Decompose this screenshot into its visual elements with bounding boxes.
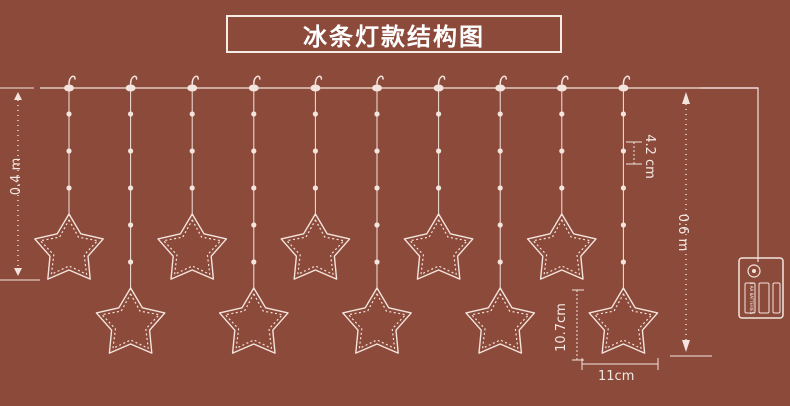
led-bead — [559, 111, 565, 117]
star-outer — [342, 287, 412, 354]
star-inner — [163, 219, 222, 275]
led-bead — [128, 185, 134, 191]
page-title: 冰条灯款结构图 — [303, 22, 485, 51]
left-dim-arrow-down — [14, 268, 22, 276]
right-dim-arrow-down — [682, 340, 690, 352]
hook — [253, 75, 261, 85]
star-inner — [39, 219, 99, 275]
led-bead — [620, 111, 627, 117]
battery-cell — [744, 282, 756, 314]
title-frame: 冰条灯款结构图 — [226, 15, 562, 53]
led-bead — [620, 222, 627, 228]
star-outer — [588, 287, 659, 354]
led-bead — [251, 148, 257, 154]
led-bead — [497, 259, 503, 265]
led-bead — [189, 185, 195, 191]
hook — [129, 75, 138, 85]
star-outer — [218, 287, 289, 354]
led-bead — [312, 148, 318, 154]
battery-label: 3 AA BATTERIES — [749, 282, 754, 315]
star-outer — [280, 213, 351, 280]
left-drop-label: 0.4 m — [9, 157, 25, 196]
star-outer — [95, 287, 166, 354]
star-inner — [471, 293, 530, 349]
led-bead — [620, 259, 627, 265]
battery-box — [738, 257, 784, 319]
led-bead — [251, 259, 257, 265]
star-inner — [532, 219, 591, 275]
led-bead — [128, 111, 134, 117]
led-bead — [128, 259, 134, 265]
bead-spacing-label: 4.2 cm — [641, 134, 657, 179]
left-dim-arrow-up — [14, 92, 22, 100]
led-bead — [436, 148, 442, 154]
star-inner — [594, 293, 653, 349]
power-button — [747, 264, 761, 278]
led-bead — [312, 111, 318, 117]
led-bead — [620, 148, 627, 154]
led-bead — [436, 111, 442, 117]
star-outer — [465, 287, 536, 354]
led-bead — [497, 148, 503, 154]
star-height-label: 10.7cm — [553, 303, 569, 352]
led-bead — [251, 222, 257, 228]
star-inner — [224, 293, 283, 349]
led-bead — [374, 111, 380, 117]
led-bead — [559, 148, 565, 154]
hook — [499, 75, 507, 85]
led-bead — [128, 222, 134, 228]
led-bead — [497, 111, 503, 117]
led-bead — [497, 222, 503, 228]
hook — [437, 75, 446, 85]
star-outer — [34, 213, 104, 280]
led-bead — [66, 111, 72, 117]
controller-cable — [700, 87, 759, 262]
hook — [622, 75, 631, 85]
led-bead — [189, 111, 195, 117]
star-outer — [157, 213, 228, 280]
led-bead — [251, 111, 257, 117]
right-drop-label: 0.6 m — [675, 213, 691, 252]
hook — [191, 75, 199, 85]
right-dim-arrow-up — [682, 92, 690, 104]
led-bead — [251, 185, 257, 191]
led-bead — [497, 185, 503, 191]
led-bead — [66, 148, 72, 154]
led-bead — [189, 148, 195, 154]
hook — [561, 75, 569, 85]
hook — [314, 75, 323, 85]
hook — [68, 75, 76, 85]
star-inner — [347, 293, 407, 349]
star-inner — [286, 219, 345, 275]
led-bead — [66, 185, 72, 191]
led-bead — [620, 185, 627, 191]
power-button-dot — [752, 269, 756, 273]
star-outer — [526, 213, 597, 280]
led-bead — [374, 222, 380, 228]
battery-cell — [772, 282, 781, 314]
led-bead — [436, 185, 442, 191]
star-inner — [409, 219, 468, 275]
battery-cell — [758, 282, 770, 314]
led-bead — [374, 259, 380, 265]
star-outer — [403, 213, 474, 280]
star-inner — [101, 293, 160, 349]
led-bead — [374, 148, 380, 154]
hook — [376, 75, 384, 85]
led-bead — [312, 185, 318, 191]
led-bead — [374, 185, 380, 191]
led-bead — [559, 185, 565, 191]
led-bead — [128, 148, 134, 154]
star-width-label: 11cm — [598, 369, 635, 384]
